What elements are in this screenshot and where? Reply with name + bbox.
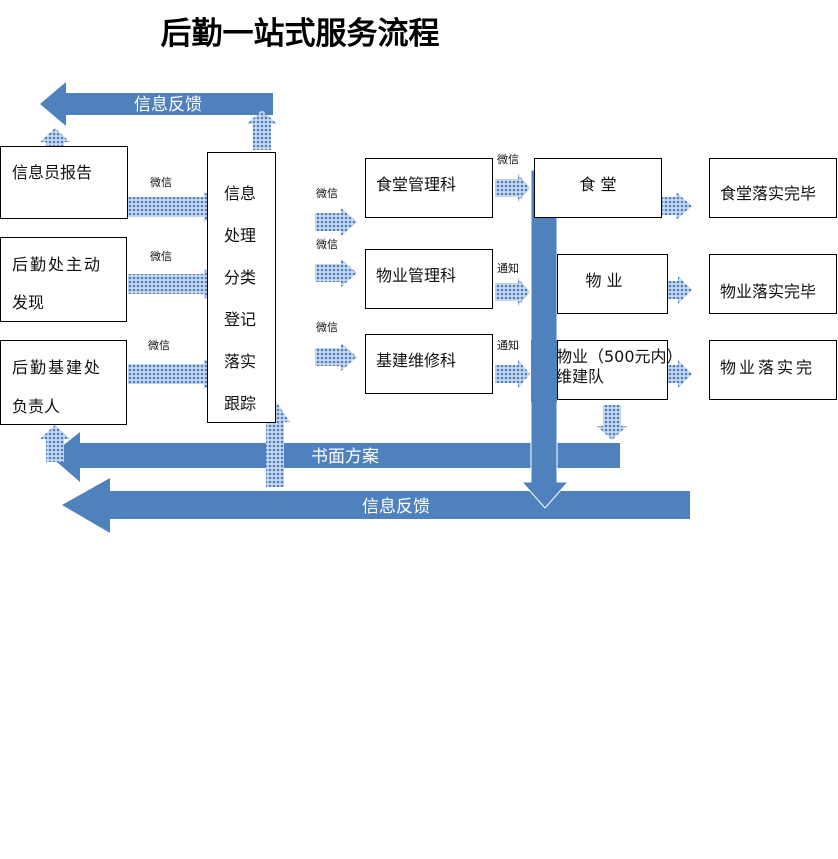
dispatch-bar-overlap bbox=[531, 340, 557, 402]
process-step: 处理 bbox=[224, 226, 256, 245]
feedback-bottom-arrow: 信息反馈 bbox=[62, 478, 690, 533]
dotted-flow-arrow bbox=[315, 259, 357, 287]
result-property-box: 物业落实完毕 bbox=[709, 254, 837, 314]
source-label: 信息员报告 bbox=[12, 163, 92, 182]
exec-label: 食 堂 bbox=[579, 175, 616, 194]
dotted-flow-arrow bbox=[655, 192, 692, 220]
feedback-top-arrow: 信息反馈 bbox=[40, 82, 273, 126]
arrow-label: 微信 bbox=[316, 237, 338, 251]
exec-label: 维建队 bbox=[556, 367, 604, 386]
dotted-flow-arrow bbox=[668, 360, 692, 388]
dept-label: 食堂管理科 bbox=[376, 175, 456, 194]
exec-label: 物业（500元内） bbox=[556, 347, 683, 366]
dotted-flow-arrow bbox=[128, 359, 228, 389]
dept-label: 基建维修科 bbox=[376, 351, 456, 370]
dept-construction-box: 基建维修科 bbox=[365, 334, 493, 394]
dotted-flow-arrow bbox=[247, 110, 277, 150]
written-plan-arrow: 书面方案 bbox=[50, 432, 620, 482]
source-box-initiative: 后勤处主动 发现 bbox=[0, 237, 127, 322]
source-box-reporter: 信息员报告 bbox=[0, 146, 128, 219]
feedback-top-label: 信息反馈 bbox=[134, 95, 202, 115]
dotted-flow-arrow bbox=[40, 425, 70, 462]
source-label: 后勤处主动 bbox=[12, 255, 102, 274]
dispatch-down-arrow bbox=[520, 169, 570, 509]
dotted-flow-arrow bbox=[668, 276, 692, 304]
exec-property-box: 物 业 bbox=[557, 254, 668, 314]
diagram-title: 后勤一站式服务流程 bbox=[161, 16, 440, 52]
arrow-label: 通知 bbox=[497, 261, 519, 275]
process-step: 信息 bbox=[224, 184, 256, 203]
arrow-label: 通知 bbox=[497, 338, 519, 352]
exec-canteen-box: 食 堂 bbox=[534, 158, 662, 218]
dept-canteen-box: 食堂管理科 bbox=[365, 158, 493, 218]
processing-box: 信息 处理 分类 登记 落实 跟踪 bbox=[207, 152, 276, 423]
result-repair-box: 物业落实完 bbox=[709, 340, 837, 400]
source-label: 发现 bbox=[12, 293, 44, 312]
dept-property-box: 物业管理科 bbox=[365, 249, 493, 309]
dotted-flow-arrow bbox=[315, 343, 357, 371]
result-canteen-box: 食堂落实完毕 bbox=[709, 158, 837, 218]
feedback-bottom-label: 信息反馈 bbox=[362, 497, 430, 517]
dotted-flow-arrow bbox=[495, 174, 530, 202]
dept-label: 物业管理科 bbox=[376, 266, 456, 285]
process-step: 分类 bbox=[224, 268, 256, 287]
exec-label: 物 业 bbox=[585, 271, 622, 290]
dotted-flow-arrow bbox=[495, 360, 530, 388]
process-step: 登记 bbox=[224, 310, 256, 329]
arrow-label: 微信 bbox=[316, 186, 338, 200]
result-label: 食堂落实完毕 bbox=[720, 184, 816, 203]
dotted-flow-arrow bbox=[128, 192, 228, 222]
arrow-label: 微信 bbox=[150, 175, 172, 189]
process-step: 跟踪 bbox=[224, 394, 256, 413]
source-box-construction: 后勤基建处 负责人 bbox=[0, 340, 127, 425]
dotted-flow-arrow bbox=[128, 269, 228, 299]
dotted-flow-arrow bbox=[597, 405, 627, 440]
source-label: 后勤基建处 bbox=[12, 358, 102, 377]
result-label: 物业落实完 bbox=[720, 358, 815, 377]
arrow-label: 微信 bbox=[150, 249, 172, 263]
dotted-flow-arrow bbox=[495, 278, 530, 306]
arrow-label: 微信 bbox=[497, 152, 519, 166]
written-plan-label: 书面方案 bbox=[311, 447, 379, 467]
dotted-flow-arrow bbox=[315, 208, 357, 236]
process-step: 落实 bbox=[224, 352, 256, 371]
exec-repair-box: 物业（500元内） 维建队 bbox=[556, 340, 683, 400]
source-label: 负责人 bbox=[12, 397, 60, 416]
arrow-label: 微信 bbox=[148, 338, 170, 352]
arrow-label: 微信 bbox=[316, 320, 338, 334]
result-label: 物业落实完毕 bbox=[720, 282, 816, 301]
